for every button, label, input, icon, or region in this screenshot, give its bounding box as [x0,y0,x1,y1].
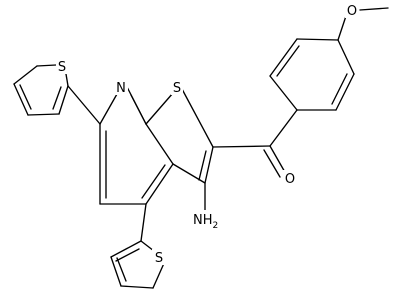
bond [13,83,29,116]
amino-label-subscript: 2 [213,221,219,231]
amino-label: NH2 [193,213,218,231]
carbonyl-group [212,109,298,178]
bond [140,240,155,252]
bond [198,150,207,181]
bond [110,240,142,258]
atom-labels: S N S O O S NH2 [56,2,359,266]
bond [172,163,206,184]
bond [269,75,298,111]
methoxyphenyl-ring [269,38,355,111]
bond [115,248,140,262]
sulfur-label-fused: S [173,81,181,96]
bond [140,203,147,242]
bond [181,88,214,148]
amino-label-nh: NH [193,213,213,228]
fused-thiophene-ring [145,88,214,184]
bond [52,86,62,110]
bond [263,149,281,178]
bond [65,73,69,87]
bond [359,7,389,11]
thiophene-ring-bottom [110,240,166,289]
bond [145,92,174,125]
bond [145,123,174,165]
bond [335,73,355,111]
bond [145,163,174,205]
bond [99,93,118,125]
oxygen-label-carbonyl: O [285,172,295,187]
bond [120,285,154,289]
bond [13,65,38,85]
bond [269,109,298,147]
bond [67,85,101,125]
sulfur-label-top: S [58,60,66,75]
bond [36,64,57,67]
pyridine-ring [99,84,174,205]
bond [152,260,166,289]
bond [204,146,214,184]
bond [296,38,339,41]
bond [110,256,122,287]
sulfur-label-bottom: S [155,251,163,266]
thiophene-ring-top [13,64,69,116]
nitrogen-label: N [116,81,126,96]
bond [269,145,287,175]
bond [276,45,300,77]
bond [337,39,355,75]
methoxy-group [337,7,389,41]
bond [141,164,166,199]
bond [269,38,298,77]
bond [19,84,32,110]
bond [331,73,348,105]
bond [337,15,347,41]
bond [212,145,271,148]
bond [58,85,69,115]
bond [130,94,147,125]
oxygen-label-methoxy: O [347,4,357,19]
bond [116,257,127,282]
bond [27,113,60,116]
